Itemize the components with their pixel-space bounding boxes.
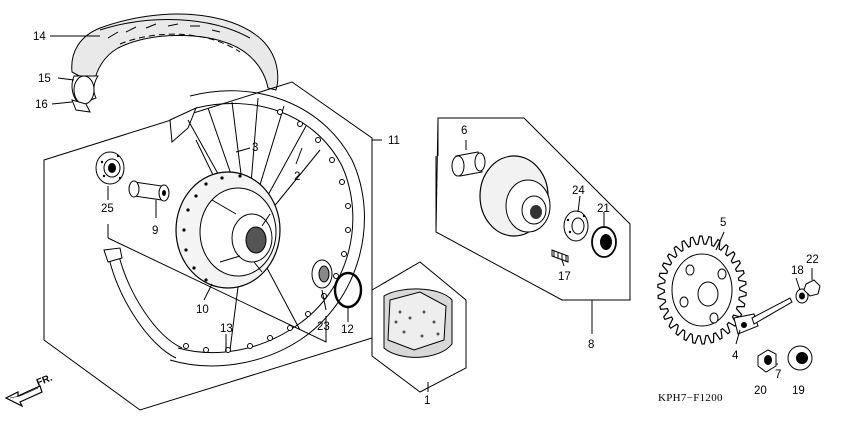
callout-12: 12	[341, 324, 354, 336]
driven-sprocket	[657, 235, 747, 345]
callout-2: 2	[294, 171, 300, 183]
callout-22: 22	[806, 254, 819, 266]
diagram-code: KPH7−F1200	[658, 392, 723, 404]
distance-collar	[128, 180, 170, 202]
damper-group	[371, 261, 467, 393]
wheel-hub	[175, 171, 281, 289]
callout-6: 6	[461, 125, 467, 137]
o-ring	[333, 271, 363, 309]
callout-3: 3	[252, 142, 258, 154]
callout-1: 1	[424, 395, 430, 407]
adjuster-and-nuts	[733, 279, 821, 373]
tube-and-rim-band	[71, 75, 95, 113]
callout-14: 14	[33, 31, 46, 43]
callout-24: 24	[572, 185, 585, 197]
callout-20: 20	[754, 385, 767, 397]
wheel-bearing-right	[311, 259, 333, 289]
callout-7: 7	[775, 369, 781, 381]
callout-15: 15	[38, 73, 51, 85]
callout-labels: 14 15 16 25 9 10 3 2 11 13 23 12 1 6 24 …	[33, 31, 819, 407]
callout-4: 4	[732, 350, 739, 362]
callout-10: 10	[196, 304, 209, 316]
direction-label: FR.	[35, 372, 54, 388]
callout-8: 8	[588, 339, 594, 351]
callout-9: 9	[152, 225, 158, 237]
tire	[71, 13, 279, 105]
callout-17: 17	[558, 271, 571, 283]
callout-16: 16	[35, 99, 48, 111]
callout-21: 21	[597, 203, 610, 215]
wheel-bearing-left	[95, 151, 125, 185]
callout-13: 13	[220, 323, 233, 335]
callout-23: 23	[317, 321, 330, 333]
leader-lines	[50, 35, 813, 392]
callout-11: 11	[388, 135, 400, 147]
callout-5: 5	[720, 217, 726, 229]
callout-19: 19	[792, 385, 805, 397]
callout-18: 18	[791, 265, 804, 277]
rim-and-spokes	[103, 90, 365, 367]
flange-group	[435, 117, 631, 301]
front-direction-arrow: FR.	[4, 372, 54, 408]
callout-25: 25	[101, 203, 114, 215]
